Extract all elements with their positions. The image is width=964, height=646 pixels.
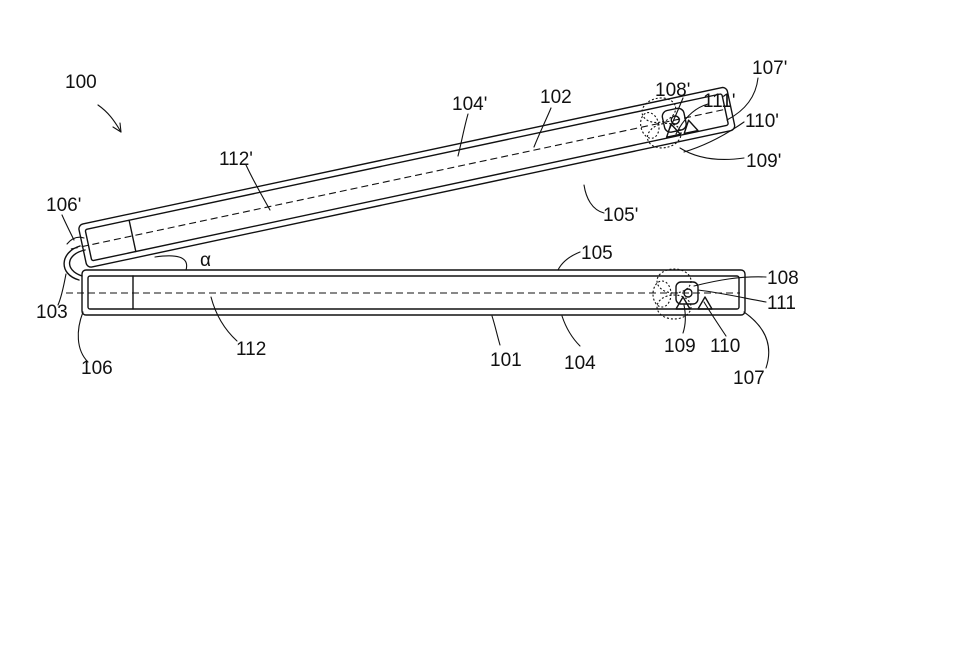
label-107-prime: 107' [752, 58, 787, 79]
label-alpha: α [200, 250, 211, 271]
upper-panel [66, 84, 737, 274]
label-107: 107 [733, 368, 765, 389]
label-112: 112 [236, 339, 266, 360]
label-104-prime: 104' [452, 94, 487, 115]
label-100: 100 [65, 72, 97, 93]
label-108: 108 [767, 268, 799, 289]
label-108-prime: 108' [655, 80, 690, 101]
label-111-prime: 111' [703, 91, 736, 112]
angle-arc [155, 256, 187, 270]
label-105: 105 [581, 243, 613, 264]
reference-labels: 100 104' 102 112' 106' 105' 108' 107' 11… [36, 58, 799, 389]
label-102: 102 [540, 87, 572, 108]
label-106-prime: 106' [46, 195, 81, 216]
label-109: 109 [664, 336, 696, 357]
upper-panel-axis [71, 109, 726, 249]
label-110-prime: 110' [745, 111, 779, 132]
label-104: 104 [564, 353, 596, 374]
label-103: 103 [36, 302, 68, 323]
label-105-prime: 105' [603, 205, 638, 226]
label-110: 110 [710, 336, 740, 357]
label-112-prime: 112' [219, 149, 253, 170]
label-111: 111 [767, 293, 796, 314]
label-106: 106 [81, 358, 113, 379]
lower-panel [66, 269, 745, 319]
label-109-prime: 109' [746, 151, 781, 172]
label-101: 101 [490, 350, 522, 371]
